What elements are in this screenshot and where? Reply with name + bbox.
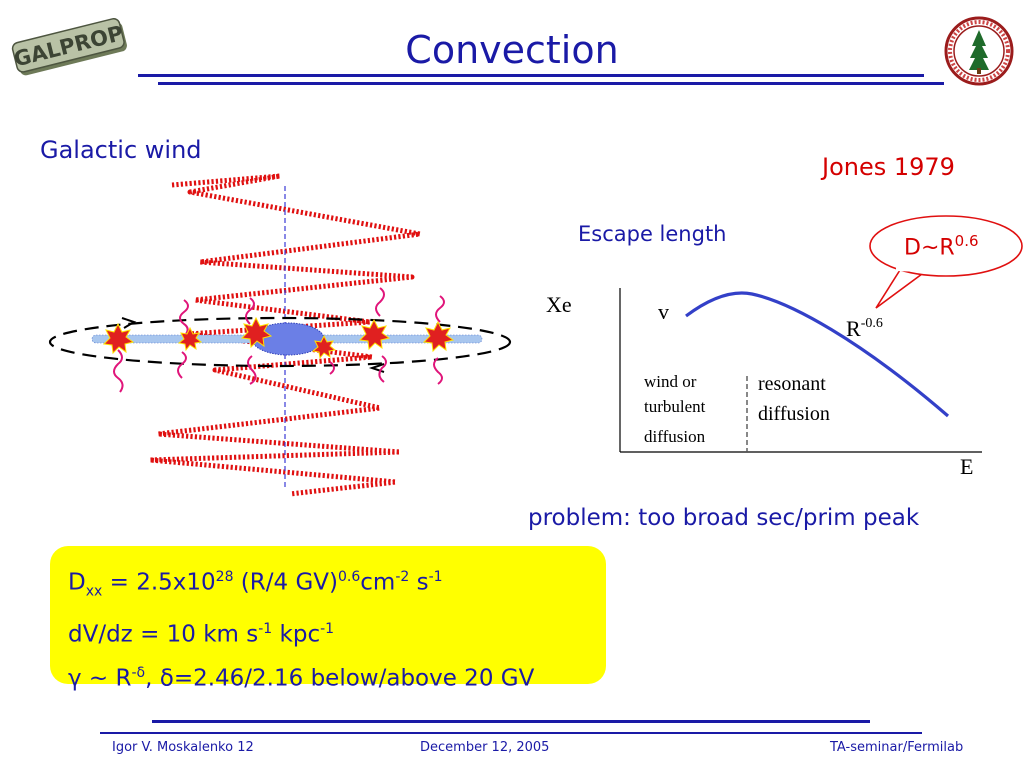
supernova-icons	[102, 316, 455, 360]
page-title: Convection	[405, 28, 619, 72]
region-right-label: resonant diffusion	[758, 373, 831, 425]
galactic-wind-diagram	[48, 173, 512, 497]
y-axis-label: Xe	[546, 292, 572, 317]
galactic-wind-label: Galactic wind	[40, 136, 202, 164]
escape-length-plot: Xe E v R-0.6 wind or turbulent diffusion…	[546, 288, 982, 479]
title-underline	[138, 74, 924, 77]
region-left-label: wind or turbulent diffusion	[644, 372, 710, 446]
equation-velocity-gradient: dV/dz = 10 km s-1 kpc-1	[68, 621, 335, 648]
callout-text: D~R0.6	[904, 232, 979, 261]
footer-rule	[152, 720, 870, 723]
equations-box: Dxx = 2.5x1028 (R/4 GV)0.6cm-2 s-1 dV/dz…	[50, 546, 606, 692]
reference-label: Jones 1979	[822, 153, 955, 181]
footer-rule-2	[100, 732, 922, 734]
curve-left-label: v	[658, 299, 669, 324]
footer-author: Igor V. Moskalenko 12	[112, 740, 254, 755]
callout-bubble	[869, 215, 1023, 309]
equation-spectral-index: γ ~ R-δ, δ=2.46/2.16 below/above 20 GV	[68, 664, 535, 692]
escape-length-title: Escape length	[578, 222, 727, 246]
footer-venue: TA-seminar/Fermilab	[830, 740, 964, 755]
x-axis-label: E	[960, 454, 973, 479]
galprop-logo: GALPROP	[11, 18, 127, 76]
escape-curve	[685, 291, 950, 418]
title-underline-2	[158, 82, 944, 85]
problem-text: problem: too broad sec/prim peak	[528, 505, 920, 531]
curve-right-label: R-0.6	[846, 316, 883, 341]
stanford-seal-icon	[944, 16, 1014, 86]
equation-diffusion: Dxx = 2.5x1028 (R/4 GV)0.6cm-2 s-1	[68, 569, 443, 600]
footer-date: December 12, 2005	[420, 740, 550, 755]
